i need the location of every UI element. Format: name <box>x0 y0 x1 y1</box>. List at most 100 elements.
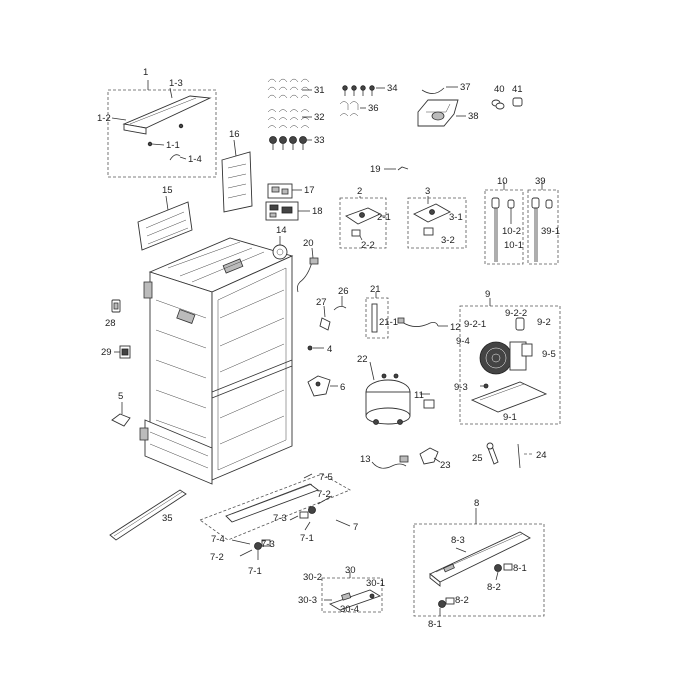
part-4 <box>307 345 324 351</box>
label-12: 12 <box>450 322 461 333</box>
part-28 <box>111 299 121 313</box>
assembly-30 <box>321 572 383 613</box>
label-30-2: 30-2 <box>303 572 322 583</box>
label-10: 10 <box>497 176 508 187</box>
label-28: 28 <box>105 318 116 329</box>
cabinet <box>139 237 294 485</box>
label-9-1: 9-1 <box>503 412 517 423</box>
label-30-3: 30-3 <box>298 595 317 606</box>
part-27 <box>319 305 331 331</box>
label-39: 39 <box>535 176 546 187</box>
cable-13 <box>371 455 409 469</box>
label-7-2b: 7-2 <box>210 552 224 563</box>
bracket-1-3 <box>122 95 212 129</box>
label-10-2: 10-2 <box>502 226 521 237</box>
label-30-1: 30-1 <box>366 578 385 589</box>
compressor-22 <box>365 361 411 425</box>
clips-36 <box>339 101 366 117</box>
label-37: 37 <box>460 82 471 93</box>
label-40: 40 <box>494 84 505 95</box>
part-24 <box>517 443 534 469</box>
label-2-2: 2-2 <box>361 240 375 251</box>
label-9-2-1: 9-2-1 <box>464 319 486 330</box>
label-20: 20 <box>303 238 314 249</box>
screws-34 <box>342 85 385 96</box>
label-9: 9 <box>485 289 490 300</box>
part-25 <box>486 442 499 465</box>
label-41: 41 <box>512 84 523 95</box>
part-19 <box>384 166 409 171</box>
label-2: 2 <box>357 186 362 197</box>
bracket-38 <box>417 99 466 127</box>
panel-15 <box>137 195 193 251</box>
label-9-5: 9-5 <box>542 349 556 360</box>
label-22: 22 <box>357 354 368 365</box>
label-9-3: 9-3 <box>454 382 468 393</box>
assembly-1-box <box>107 89 217 178</box>
label-1-1: 1-1 <box>166 140 180 151</box>
label-8-2: 8-2 <box>487 582 501 593</box>
label-4: 4 <box>327 344 332 355</box>
label-8-1b: 8-1 <box>428 619 442 630</box>
screws-33 <box>269 136 312 150</box>
label-31: 31 <box>314 85 325 96</box>
fasteners-group: 31 32 33 34 <box>267 78 523 150</box>
label-7-3b: 7-3 <box>261 539 275 550</box>
assembly-2 <box>339 196 387 249</box>
label-13: 13 <box>360 454 371 465</box>
label-23: 23 <box>440 460 451 471</box>
label-17: 17 <box>304 185 315 196</box>
label-32: 32 <box>314 112 325 123</box>
label-15: 15 <box>162 185 173 196</box>
label-11: 11 <box>414 390 424 401</box>
part-26 <box>333 296 347 311</box>
label-7-5: 7-5 <box>319 472 333 483</box>
label-2-1: 2-1 <box>377 212 391 223</box>
panel-16 <box>221 139 253 213</box>
label-39-1: 39-1 <box>541 226 560 237</box>
part-11 <box>420 393 435 409</box>
part-6 <box>307 375 338 397</box>
label-7-1: 7-1 <box>300 533 314 544</box>
cable-20 <box>296 247 319 293</box>
label-24: 24 <box>536 450 547 461</box>
label-3-1: 3-1 <box>449 212 463 223</box>
label-5: 5 <box>118 391 123 402</box>
label-21: 21 <box>370 284 381 295</box>
label-25: 25 <box>472 453 483 464</box>
label-7-2: 7-2 <box>317 489 331 500</box>
clips-32 <box>267 109 312 129</box>
label-8: 8 <box>474 498 479 509</box>
cabinet-front <box>211 255 293 481</box>
label-7-4: 7-4 <box>211 534 225 545</box>
assembly-7 <box>199 473 351 560</box>
label-1-4: 1-4 <box>188 154 202 165</box>
caps-40-41 <box>491 97 523 110</box>
label-14: 14 <box>276 225 287 236</box>
part-14 <box>272 236 288 260</box>
clips-31 <box>267 78 312 99</box>
assembly-1: 1 1-3 1-2 1-1 1-4 <box>97 67 217 178</box>
label-34: 34 <box>387 83 398 94</box>
label-19: 19 <box>370 164 381 175</box>
label-3-2: 3-2 <box>441 235 455 246</box>
label-7-3: 7-3 <box>273 513 287 524</box>
part-23 <box>419 447 441 465</box>
label-30-4: 30-4 <box>340 604 359 615</box>
label-7-1b: 7-1 <box>248 566 262 577</box>
assembly-9 <box>459 298 561 425</box>
label-16: 16 <box>229 129 240 140</box>
label-30: 30 <box>345 565 356 576</box>
label-9-4: 9-4 <box>456 336 470 347</box>
assembly-10 <box>484 182 524 265</box>
label-3: 3 <box>425 186 430 197</box>
wire-1-4 <box>169 154 181 161</box>
label-1-3: 1-3 <box>169 78 183 89</box>
harness-12 <box>397 317 448 327</box>
assembly-8 <box>413 508 545 617</box>
label-26: 26 <box>338 286 349 297</box>
label-18: 18 <box>312 206 323 217</box>
assembly-3 <box>407 196 467 249</box>
label-8-1: 8-1 <box>513 563 527 574</box>
